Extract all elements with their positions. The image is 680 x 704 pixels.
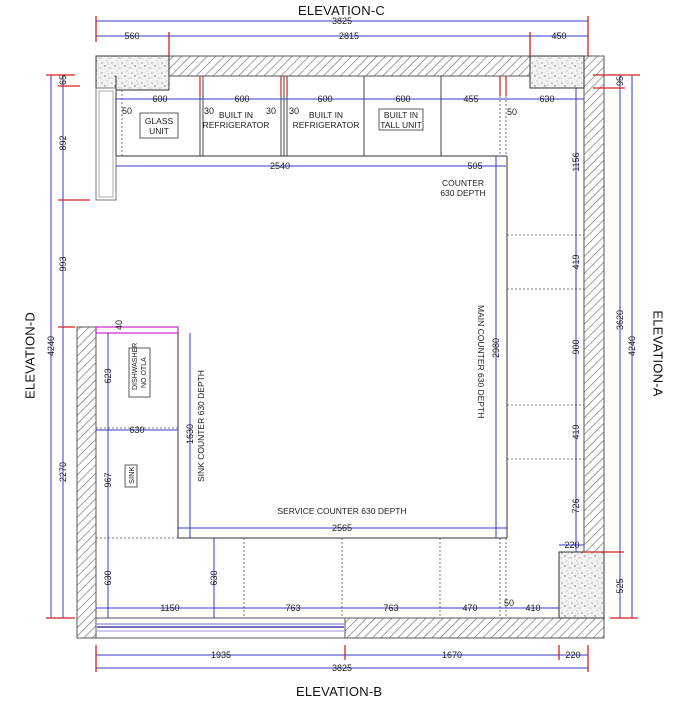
dim-right-726: 726 [571,498,581,513]
service-counter [96,537,507,618]
dim-bottom-50: 50 [504,598,514,608]
dim-sink-630: 630 [129,425,144,435]
dim-left-overall: 4240 [46,336,56,356]
label-tall-unit-1: BUILT IN [384,110,418,120]
dim-top-overall: 3825 [332,16,352,26]
unit-labels: GLASS UNIT BUILT IN REFRIGERATOR BUILT I… [127,110,486,516]
dim-right-419a: 419 [571,254,581,269]
dim-service-630: 630 [209,570,219,585]
dim-right-3620: 3620 [615,310,625,330]
label-glass-unit-1: GLASS [145,116,174,126]
sink-counter [95,326,179,538]
dim-bottom-1150: 1150 [160,603,179,613]
main-counter [506,156,584,538]
dim-right-419b: 419 [571,424,581,439]
label-counter-2: 630 DEPTH [440,188,485,198]
dim-right-1156: 1156 [571,152,581,171]
dim-bottom-1935: 1935 [211,650,231,660]
label-fridge2-2: REFRIGERATOR [293,120,360,130]
dim-gap-30c: 30 [289,106,299,116]
dim-unit-fridge2: 600 [317,94,332,104]
walls [76,55,605,639]
label-service-counter: SERVICE COUNTER 630 DEPTH [277,506,406,516]
dim-run-505: 505 [467,161,482,171]
dim-gap-30b: 30 [266,106,276,116]
elevation-a-label: ELEVATION-A [650,310,666,397]
red-markers [46,16,640,672]
dim-gap-50-left: 50 [122,106,132,116]
dim-gap-30a: 30 [204,106,214,116]
dim-left-65: 65 [58,75,68,85]
dim-sink-40: 40 [114,320,124,330]
label-main-counter: MAIN COUNTER 630 DEPTH [476,305,486,418]
dim-service-2565: 2565 [332,523,352,533]
label-counter-1: COUNTER [442,178,484,188]
dim-left-892: 892 [58,135,68,150]
dim-top-mid: 2815 [339,31,359,41]
label-fridge1-2: REFRIGERATOR [203,120,270,130]
label-fridge2-1: BUILT IN [309,110,343,120]
dim-bottom-overall: 3825 [332,663,352,673]
dim-bottom-763b: 763 [383,603,398,613]
dim-top-left: 560 [124,31,139,41]
dim-sink-623: 623 [103,368,113,383]
dim-left-993: 993 [58,256,68,271]
elevation-c-label: ELEVATION-C [298,3,385,18]
dim-gap-50-right: 50 [507,107,517,117]
dimension-text: 3825 560 2815 450 600 600 600 600 455 63… [46,16,637,673]
dim-bottom-763a: 763 [285,603,300,613]
dim-right-95: 95 [615,76,625,86]
label-glass-unit-2: UNIT [149,126,169,136]
dim-right-220: 220 [564,540,579,550]
label-fridge1-1: BUILT IN [219,110,253,120]
dim-sink-967: 967 [103,472,113,487]
label-tall-unit-2: TALL UNIT [380,120,422,130]
dim-right-525: 525 [615,578,625,593]
label-dishwasher-2: NO OTLA [141,357,148,388]
dim-right-4240: 4240 [627,336,637,356]
dim-main-2980: 2980 [491,338,501,358]
dim-unit-gap: 455 [463,94,478,104]
label-sink-counter: SINK COUNTER 630 DEPTH [196,370,206,482]
dim-unit-glass: 600 [152,94,167,104]
dim-sink-630b: 630 [103,570,113,585]
top-units [115,76,507,157]
dim-sink-1630: 1630 [185,424,195,444]
dimension-lines [50,20,633,669]
dim-top-right: 450 [551,31,566,41]
dim-unit-right: 630 [539,94,554,104]
dim-unit-tall: 600 [395,94,410,104]
elevation-b-label: ELEVATION-B [296,684,383,699]
dim-run-2540: 2540 [270,161,290,171]
label-sink: SINK [127,466,136,484]
dim-unit-fridge1: 600 [234,94,249,104]
label-dishwasher-1: DISHWASHER [132,343,139,390]
dim-bottom-410: 410 [525,603,540,613]
dim-left-2270: 2270 [58,462,68,482]
dim-bottom-1670: 1670 [442,650,462,660]
dim-right-900: 900 [571,339,581,354]
dim-bottom-470: 470 [462,603,477,613]
dim-bottom-220: 220 [565,650,580,660]
elevation-d-label: ELEVATION-D [22,312,38,399]
